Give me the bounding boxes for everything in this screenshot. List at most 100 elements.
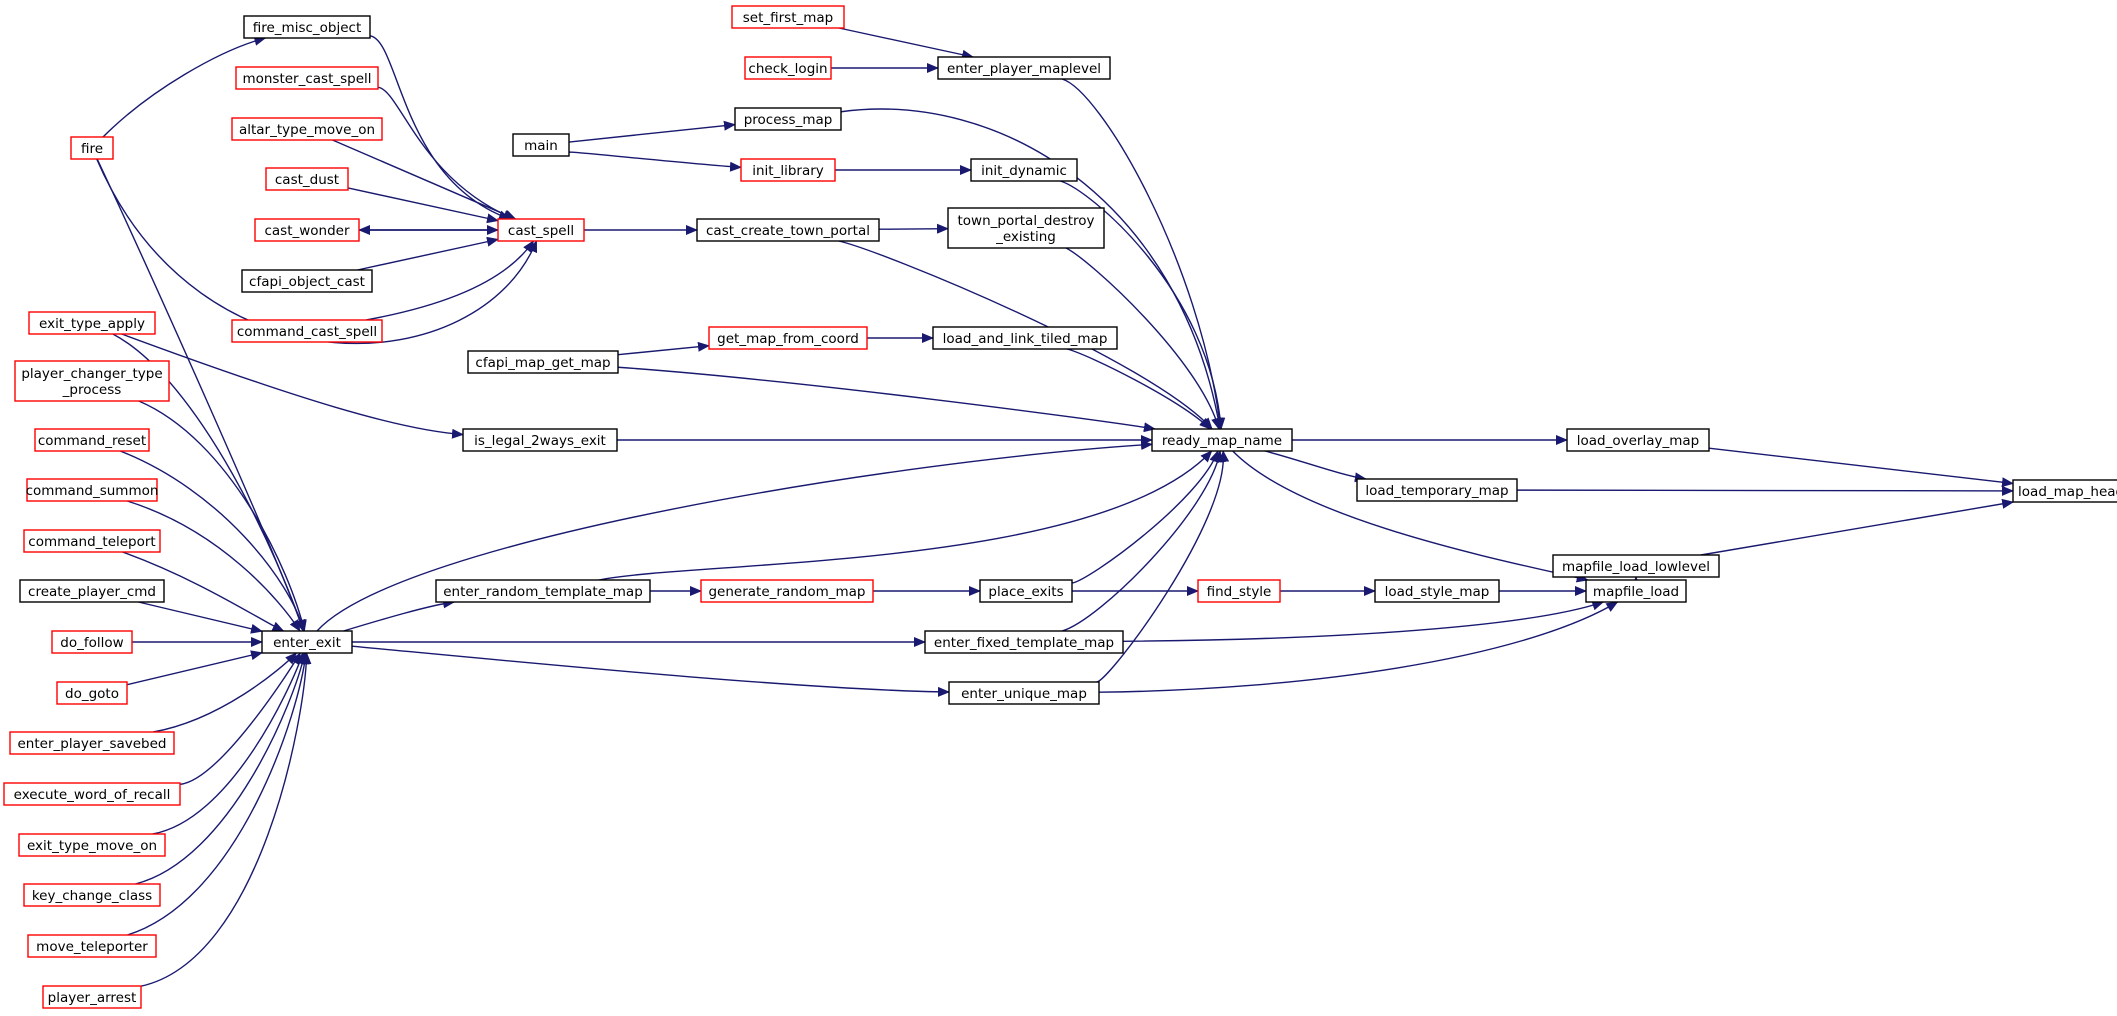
- node-set_first_map[interactable]: set_first_map: [731, 5, 845, 29]
- edge-cfapi_map_get_map-to-get_map_from_coord: [617, 341, 710, 356]
- node-label: mapfile_load_lowlevel: [1562, 559, 1710, 575]
- node-fire[interactable]: fire: [70, 136, 114, 160]
- node-enter_random_template_map[interactable]: enter_random_template_map: [435, 579, 651, 603]
- node-cfapi_map_get_map[interactable]: cfapi_map_get_map: [467, 350, 619, 374]
- node-box: [23, 529, 161, 553]
- node-altar_type_move_on[interactable]: altar_type_move_on: [231, 117, 383, 141]
- node-load_overlay_map[interactable]: load_overlay_map: [1566, 428, 1710, 452]
- node-load_temporary_map[interactable]: load_temporary_map: [1356, 478, 1518, 502]
- node-box: [1585, 579, 1687, 603]
- node-enter_unique_map[interactable]: enter_unique_map: [948, 681, 1100, 705]
- node-label: set_first_map: [743, 10, 834, 26]
- node-box: [254, 218, 360, 242]
- edge-enter_player_maplevel-to-ready_map_name: [1061, 78, 1225, 430]
- node-check_login[interactable]: check_login: [744, 56, 832, 80]
- node-place_exits[interactable]: place_exits: [979, 579, 1073, 603]
- node-exit_type_move_on[interactable]: exit_type_move_on: [18, 833, 166, 857]
- node-box: [18, 833, 166, 857]
- node-do_follow[interactable]: do_follow: [51, 630, 133, 654]
- edge-ready_map_name-to-load_temporary_map: [1264, 450, 1367, 483]
- node-cast_dust[interactable]: cast_dust: [265, 167, 349, 191]
- node-cast_create_town_portal[interactable]: cast_create_town_portal: [696, 218, 880, 242]
- node-label: enter_exit: [273, 635, 341, 651]
- node-process_map[interactable]: process_map: [734, 107, 842, 131]
- node-box: [2012, 479, 2117, 503]
- node-label: find_style: [1207, 584, 1272, 600]
- node-label: move_teleporter: [36, 939, 148, 955]
- node-box: [51, 630, 133, 654]
- node-init_dynamic[interactable]: init_dynamic: [970, 158, 1078, 182]
- node-do_goto[interactable]: do_goto: [56, 681, 128, 705]
- edge-load_and_link_tiled_map-to-ready_map_name: [1066, 348, 1212, 430]
- node-command_summon[interactable]: command_summon: [26, 478, 159, 502]
- node-generate_random_map[interactable]: generate_random_map: [700, 579, 874, 603]
- node-command_cast_spell[interactable]: command_cast_spell: [231, 319, 383, 343]
- edge-do_goto-to-enter_exit: [126, 650, 263, 686]
- node-move_teleporter[interactable]: move_teleporter: [27, 934, 157, 958]
- node-label: init_dynamic: [981, 163, 1067, 179]
- node-box: [924, 630, 1124, 654]
- edge-enter_exit-to-enter_unique_map: [351, 645, 950, 697]
- node-box: [241, 269, 373, 293]
- edge-monster_cast_spell-to-cast_spell: [377, 86, 516, 220]
- node-ready_map_name[interactable]: ready_map_name: [1151, 428, 1293, 452]
- node-box: [947, 207, 1105, 249]
- node-box: [70, 136, 114, 160]
- node-execute_word_of_recall[interactable]: execute_word_of_recall: [3, 782, 181, 806]
- node-fire_misc_object[interactable]: fire_misc_object: [243, 15, 371, 39]
- node-player_changer_type_process[interactable]: player_changer_type_process: [14, 360, 170, 402]
- node-box: [932, 326, 1118, 350]
- node-enter_exit[interactable]: enter_exit: [261, 630, 353, 654]
- node-init_library[interactable]: init_library: [740, 158, 836, 182]
- node-box: [28, 311, 156, 335]
- node-label: load_map_header: [2018, 484, 2117, 500]
- node-command_reset[interactable]: command_reset: [34, 428, 150, 452]
- edge-execute_word_of_recall-to-enter_exit: [179, 652, 301, 786]
- node-key_change_class[interactable]: key_change_class: [23, 883, 161, 907]
- node-find_style[interactable]: find_style: [1197, 579, 1281, 603]
- node-label: load_and_link_tiled_map: [943, 331, 1108, 347]
- node-cast_wonder[interactable]: cast_wonder: [254, 218, 360, 242]
- edge-command_teleport-to-enter_exit: [122, 551, 285, 632]
- node-mapfile_load[interactable]: mapfile_load: [1585, 579, 1687, 603]
- node-enter_player_savebed[interactable]: enter_player_savebed: [9, 731, 175, 755]
- node-label: altar_type_move_on: [239, 122, 375, 138]
- edge-command_summon-to-enter_exit: [126, 500, 301, 632]
- node-box: [734, 107, 842, 131]
- node-box: [937, 56, 1111, 80]
- node-enter_fixed_template_map[interactable]: enter_fixed_template_map: [924, 630, 1124, 654]
- edge-init_dynamic-to-ready_map_name: [1060, 180, 1226, 430]
- node-label: place_exits: [988, 584, 1063, 600]
- edge-player_changer_type_process-to-enter_exit: [138, 400, 307, 632]
- node-box: [700, 579, 874, 603]
- node-create_player_cmd[interactable]: create_player_cmd: [19, 579, 165, 603]
- edge-cast_dust-to-cast_spell: [347, 187, 499, 224]
- node-monster_cast_spell[interactable]: monster_cast_spell: [235, 66, 379, 90]
- node-cast_spell[interactable]: cast_spell: [497, 218, 585, 242]
- node-mapfile_load_lowlevel[interactable]: mapfile_load_lowlevel: [1552, 554, 1720, 578]
- node-box: [27, 934, 157, 958]
- node-get_map_from_coord[interactable]: get_map_from_coord: [708, 326, 868, 350]
- node-load_style_map[interactable]: load_style_map: [1374, 579, 1500, 603]
- node-label: cast_spell: [508, 223, 574, 239]
- node-label: exit_type_apply: [39, 316, 145, 332]
- node-is_legal_2ways_exit[interactable]: is_legal_2ways_exit: [462, 428, 618, 452]
- node-label: check_login: [748, 61, 827, 77]
- node-label: cast_dust: [275, 172, 339, 188]
- edge-command_cast_spell-to-cast_spell: [366, 240, 535, 321]
- node-player_arrest[interactable]: player_arrest: [42, 985, 142, 1009]
- node-load_and_link_tiled_map[interactable]: load_and_link_tiled_map: [932, 326, 1118, 350]
- node-load_map_header[interactable]: load_map_header: [2012, 479, 2117, 503]
- edge-enter_exit-to-ready_map_name: [316, 440, 1153, 632]
- node-label: fire: [81, 141, 103, 157]
- node-main[interactable]: main: [512, 133, 570, 157]
- node-command_teleport[interactable]: command_teleport: [23, 529, 161, 553]
- node-exit_type_apply[interactable]: exit_type_apply: [28, 311, 156, 335]
- node-box: [231, 319, 383, 343]
- node-enter_player_maplevel[interactable]: enter_player_maplevel: [937, 56, 1111, 80]
- node-town_portal_destroy_existing[interactable]: town_portal_destroy_existing: [947, 207, 1105, 249]
- edge-town_portal_destroy_existing-to-ready_map_name: [1065, 247, 1221, 430]
- node-label: enter_player_savebed: [18, 736, 167, 752]
- node-cfapi_object_cast[interactable]: cfapi_object_cast: [241, 269, 373, 293]
- nodes-layer: load_map_header load_overlay_map load_temp…: [3, 5, 2117, 1009]
